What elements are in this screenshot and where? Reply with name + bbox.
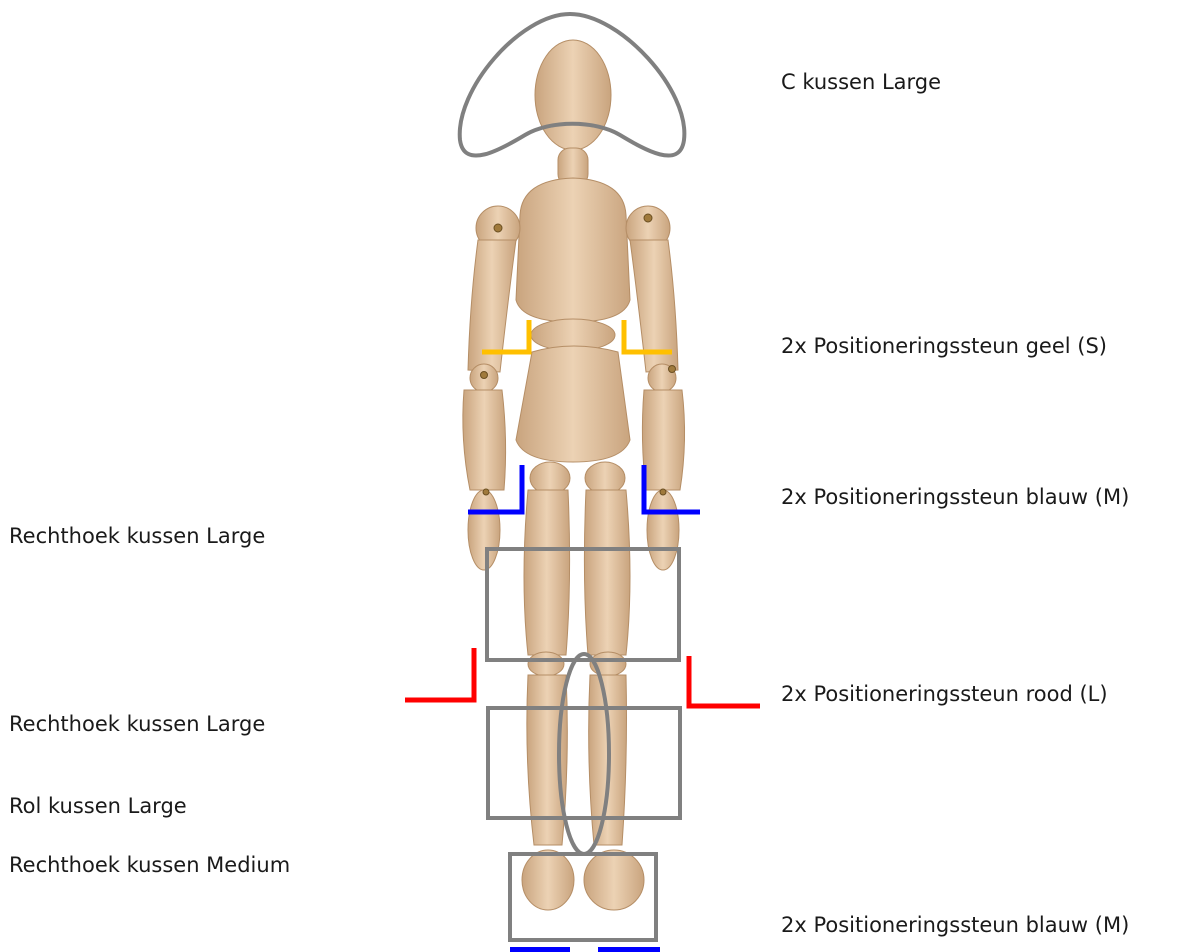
label-rectangle-pillow-upper: Rechthoek kussen Large [9,526,265,547]
mannequin-right-thigh [584,490,630,655]
label-rectangle-pillow-medium: Rechthoek kussen Medium [9,855,290,876]
screw-icon [481,372,488,379]
mannequin-chest [516,178,630,322]
mannequin-left-hip [530,462,570,494]
label-blue-support-bottom: 2x Positioneringssteun blauw (M) [781,915,1129,936]
wooden-mannequin [463,40,685,910]
screw-icon [644,214,652,222]
screw-icon [494,224,502,232]
mannequin-left-hand [468,490,500,570]
label-c-pillow: C kussen Large [781,72,941,93]
mannequin-head [535,40,611,150]
rectangle-pillow-large-upper [487,549,679,660]
mannequin-left-knee [528,652,564,676]
mannequin-left-forearm [463,390,506,490]
mannequin-right-forearm [642,390,684,490]
red-support-left [405,648,474,700]
mannequin-left-foot [522,850,574,910]
label-roll-pillow: Rol kussen Large [9,796,187,817]
screw-icon [669,366,676,373]
mannequin-right-foot [584,850,644,910]
red-support-right [689,656,760,706]
label-yellow-support: 2x Positioneringssteun geel (S) [781,336,1107,357]
mannequin-left-thigh [524,490,570,655]
mannequin-right-hand [647,490,679,570]
screw-icon [483,489,489,495]
label-red-support: 2x Positioneringssteun rood (L) [781,684,1108,705]
mannequin-right-hip [585,462,625,494]
screw-icon [660,489,666,495]
mannequin-pelvis [516,346,630,462]
label-blue-support: 2x Positioneringssteun blauw (M) [781,487,1129,508]
rectangle-pillow-large-lower [488,708,680,818]
label-rectangle-pillow-lower: Rechthoek kussen Large [9,714,265,735]
